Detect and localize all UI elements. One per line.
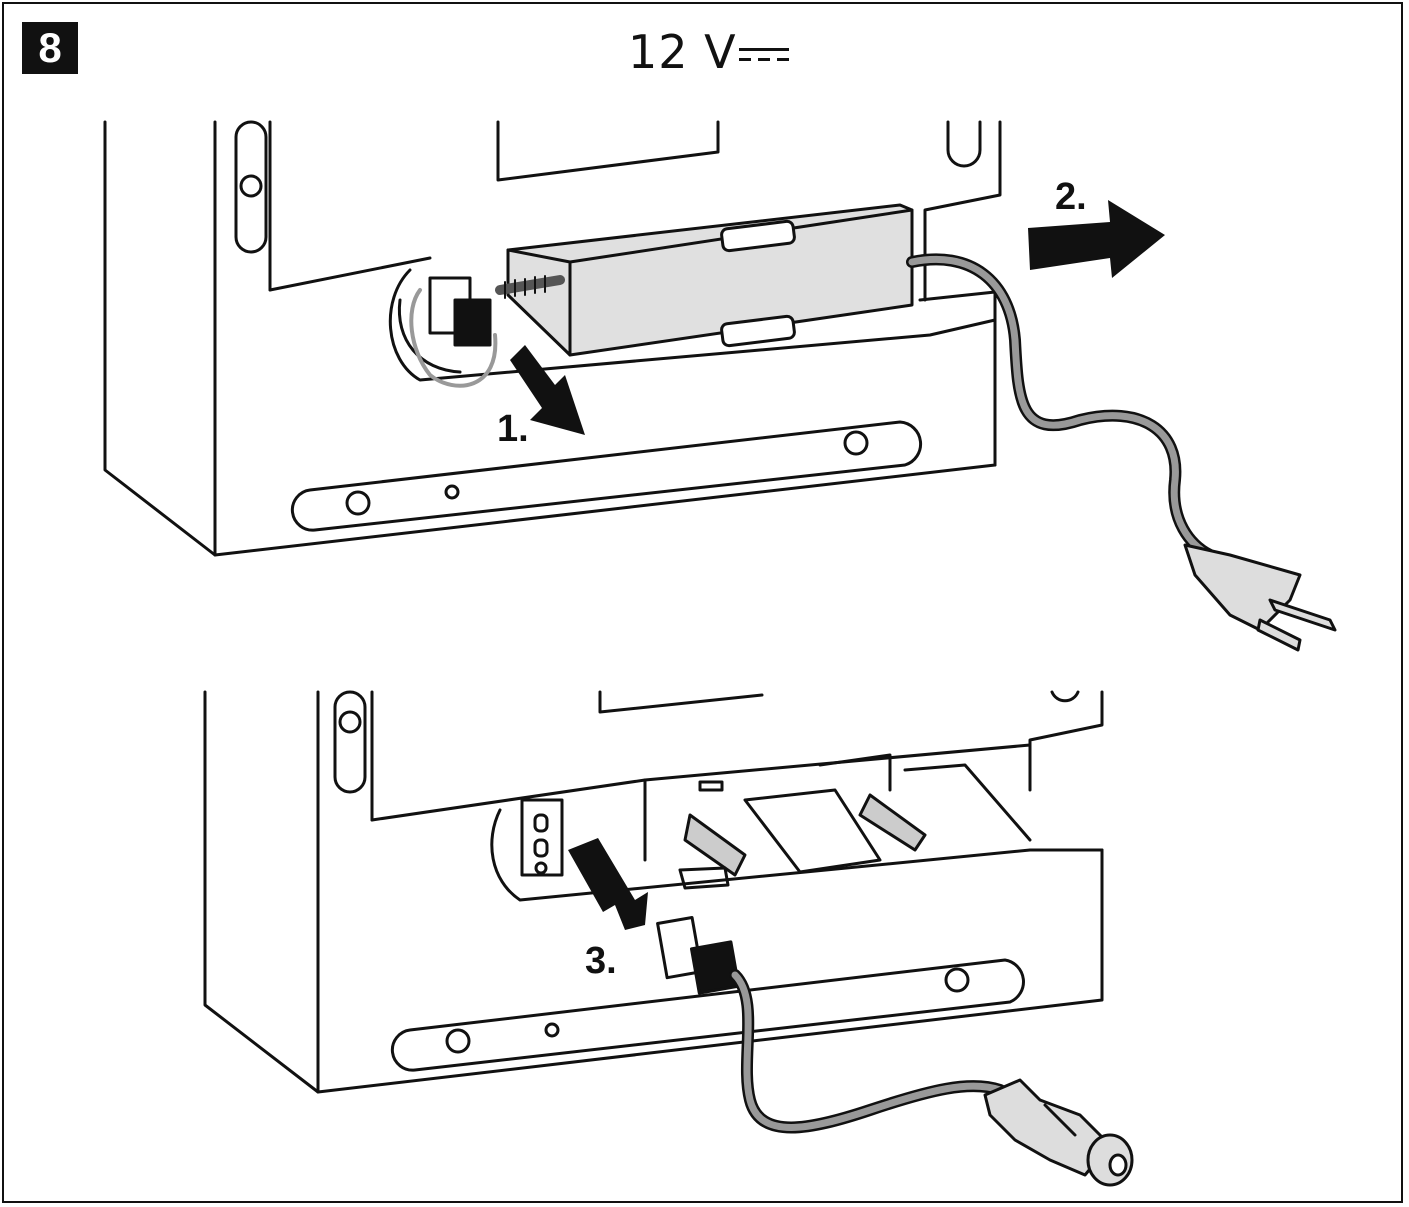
connector-top (409, 276, 498, 388)
euro-plug-icon (1183, 543, 1337, 652)
dc-current-icon (738, 42, 789, 70)
voltage-label: 12 V (628, 22, 789, 82)
arrow-down-right-icon (510, 345, 585, 435)
appliance-top (103, 120, 1002, 557)
appliance-bottom (203, 690, 1104, 1094)
step-3-label: 3. (585, 940, 617, 982)
cigarette-lighter-plug-icon (983, 1078, 1134, 1187)
arrow-right-icon (1028, 200, 1165, 278)
step-1-label: 1. (497, 408, 529, 450)
arrow-up-left-icon (568, 838, 648, 930)
power-adapter-box (495, 203, 914, 357)
dc-socket (520, 798, 564, 877)
figure-number-badge: 8 (22, 22, 78, 74)
connector-bottom (656, 915, 741, 995)
voltage-text: 12 V (628, 25, 737, 79)
mains-cable (906, 253, 1216, 561)
dc-cable (729, 969, 1006, 1134)
step-2-label: 2. (1055, 176, 1087, 218)
